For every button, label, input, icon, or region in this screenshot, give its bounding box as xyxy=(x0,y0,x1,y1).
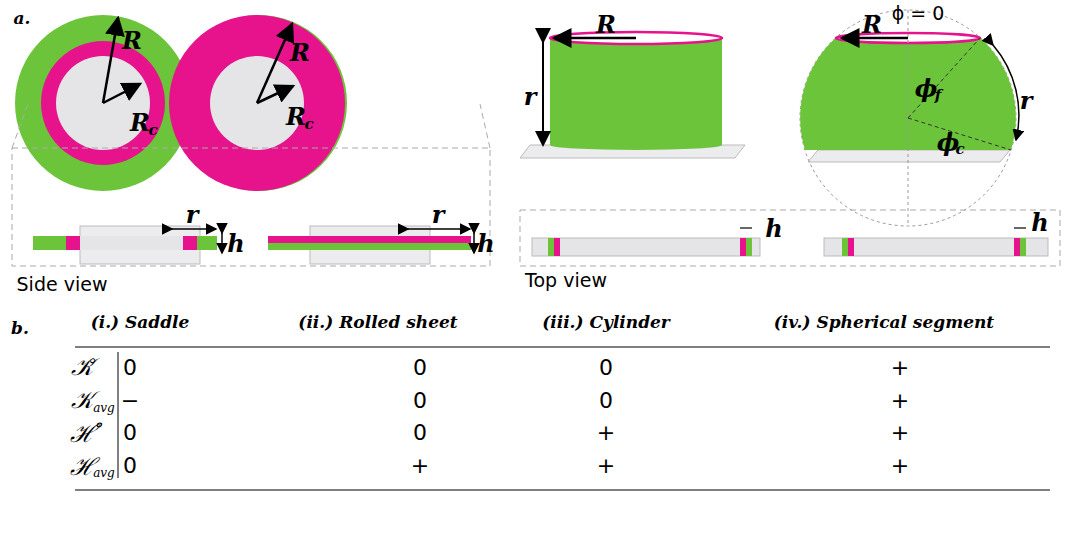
table-cell: + xyxy=(891,388,909,413)
panel-letter: a. xyxy=(14,8,31,28)
table-cell: 0 xyxy=(123,453,137,478)
table-cell: 0 xyxy=(413,355,427,380)
subscript: c xyxy=(304,115,313,133)
row-symbol: 𝒦 xyxy=(71,386,93,414)
column-header: (i.) Saddle xyxy=(91,312,190,332)
view-label: Side view xyxy=(17,273,108,295)
radius-symbol: R xyxy=(596,10,616,39)
table-cell: + xyxy=(597,453,615,478)
row-symbol: ℋ xyxy=(70,449,95,482)
thickness-symbol: h xyxy=(765,214,782,243)
radius-symbol: R xyxy=(122,26,142,55)
column-header: (iii.) Cylinder xyxy=(542,312,670,332)
table-cell: 0 xyxy=(599,388,613,413)
table-cell: + xyxy=(891,420,909,445)
table-cell: 0 xyxy=(413,388,427,413)
table-cell: + xyxy=(597,420,615,445)
row-subscript: avg xyxy=(93,466,115,480)
subscript: f xyxy=(935,86,941,104)
thickness-symbol: h xyxy=(1031,208,1048,237)
radius-symbol: R xyxy=(286,102,306,131)
radius-symbol: R xyxy=(290,38,310,67)
table-cell: 0 xyxy=(123,355,137,380)
table-cell: + xyxy=(411,453,429,478)
table-cell: 0 xyxy=(413,420,427,445)
table-cell: + xyxy=(891,453,909,478)
row-symbol: ℋ̊ xyxy=(70,416,95,449)
angle-symbol: ϕ xyxy=(915,74,938,103)
thickness-symbol: h xyxy=(477,229,494,258)
table-cell: − xyxy=(121,388,139,413)
table-cell: 0 xyxy=(123,420,137,445)
row-subscript: avg xyxy=(93,401,115,415)
table-cell: 0 xyxy=(599,355,613,380)
length-symbol: r xyxy=(432,200,445,229)
radius-symbol: R xyxy=(130,108,150,137)
length-symbol: r xyxy=(524,82,537,111)
angle-label: ϕ = 0 xyxy=(892,2,945,24)
panel-letter: b. xyxy=(11,318,29,338)
thickness-symbol: h xyxy=(227,229,244,258)
radius-symbol: R xyxy=(862,10,882,39)
length-symbol: r xyxy=(1020,86,1033,115)
length-symbol: r xyxy=(186,200,199,229)
row-symbol: 𝒦̊ xyxy=(71,353,93,381)
subscript: c xyxy=(148,121,157,139)
subscript: c xyxy=(955,140,964,158)
column-header: (iv.) Spherical segment xyxy=(774,312,994,332)
table-cell: + xyxy=(891,355,909,380)
column-header: (ii.) Rolled sheet xyxy=(298,312,457,332)
view-label: Top view xyxy=(525,269,607,291)
